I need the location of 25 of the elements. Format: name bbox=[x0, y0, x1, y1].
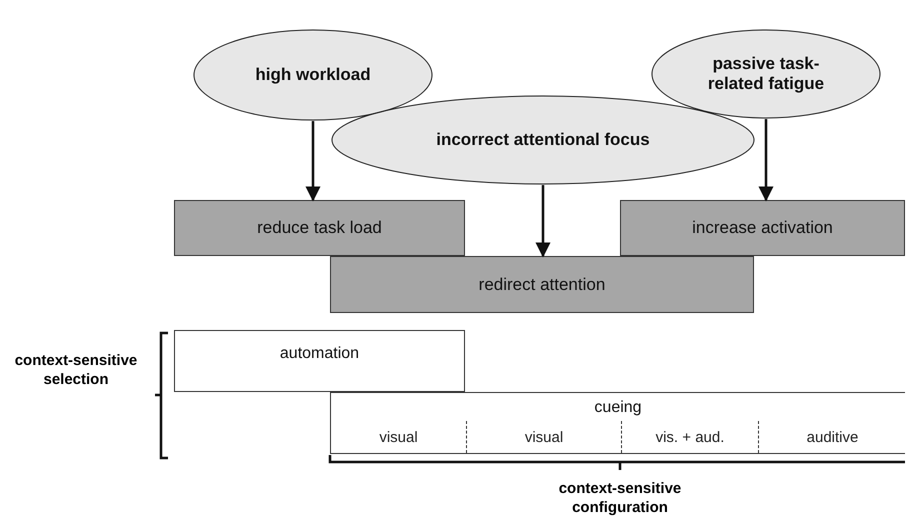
bracket-label: context-sensitive selection bbox=[14, 352, 138, 390]
node-label: redirect attention bbox=[478, 274, 606, 294]
measure-box bbox=[330, 256, 754, 313]
node-label: increase activation bbox=[692, 218, 833, 238]
arrow bbox=[306, 121, 320, 202]
modality-label: auditive bbox=[758, 421, 906, 453]
factor-ellipse bbox=[193, 29, 433, 121]
modality-label: visual bbox=[331, 421, 466, 453]
group-title: cueing bbox=[594, 399, 642, 417]
node-label: reduce task load bbox=[257, 218, 382, 238]
node-label: automation bbox=[280, 345, 360, 363]
cueing-box bbox=[330, 392, 905, 454]
automation-box bbox=[174, 330, 465, 392]
factor-ellipse bbox=[331, 95, 755, 185]
modality-label: visual bbox=[466, 421, 621, 453]
arrow bbox=[536, 185, 550, 258]
measure-box bbox=[620, 200, 905, 256]
node-label: high workload bbox=[255, 64, 371, 86]
node-label: passive task-related fatigue bbox=[706, 54, 826, 94]
factor-ellipse bbox=[651, 29, 881, 119]
bracket-label: context-sensitive configuration bbox=[558, 480, 682, 518]
modality-label: vis. + aud. bbox=[621, 421, 758, 453]
node-label: incorrect attentional focus bbox=[436, 130, 650, 150]
arrow bbox=[758, 119, 774, 202]
measure-box bbox=[174, 200, 465, 256]
